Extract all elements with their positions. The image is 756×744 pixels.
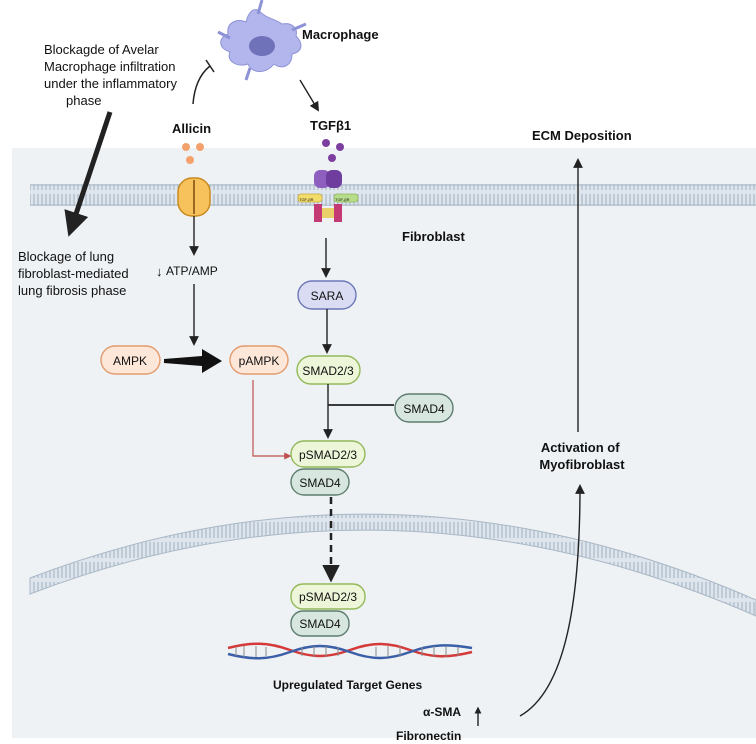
smad4-nuclear-node	[290, 610, 350, 637]
ecm-deposition-label: ECM Deposition	[532, 128, 632, 143]
receptor-label-right: TGF-βR	[335, 197, 350, 202]
fibroblast-label: Fibroblast	[402, 229, 466, 244]
smad4-label: SMAD4	[403, 402, 445, 416]
smad4-node	[394, 393, 454, 423]
target-genes-label: Upregulated Target Genes	[273, 678, 422, 692]
activation-curve-arrow	[519, 484, 585, 717]
sara-label: SARA	[311, 289, 344, 303]
phase-transition-arrow	[64, 111, 113, 237]
tgfb1-label: TGFβ1	[310, 118, 351, 133]
pampk-node	[229, 345, 289, 375]
macrophage-icon	[217, 0, 307, 81]
activation-label: Activation of Myofibroblast	[539, 440, 625, 472]
cell-background	[12, 148, 756, 738]
allicin-channel	[177, 177, 211, 217]
ampk-node	[100, 345, 161, 375]
tgf-receptor-icon	[297, 170, 359, 222]
dna-icon	[227, 642, 473, 660]
psmad23-nuclear-node	[290, 583, 366, 610]
blockade-note: Blockagde of Avelar Macrophage infiltrat…	[44, 42, 181, 108]
macrophage-label: Macrophage	[302, 27, 379, 42]
pampk-label: pAMPK	[239, 354, 280, 368]
smad4-nuclear-label: SMAD4	[299, 617, 341, 631]
smad4-complex-label: SMAD4	[299, 476, 341, 490]
phosphorylation-arrow	[164, 349, 222, 373]
smad23-label: SMAD2/3	[302, 364, 354, 378]
ampk-label: AMPK	[113, 354, 147, 368]
smad4-complex-node	[290, 468, 350, 496]
plasma-membrane	[30, 184, 756, 206]
atp-down-arrow: ↓	[156, 264, 163, 279]
alpha-sma-label: α-SMA	[423, 705, 461, 719]
psmad23-nuclear-label: pSMAD2/3	[299, 590, 357, 604]
allicin-molecules	[182, 143, 204, 164]
atp-amp-label: ATP/AMP	[166, 264, 218, 278]
psmad23-label: pSMAD2/3	[299, 448, 357, 462]
tgf-ligands	[322, 139, 344, 162]
pampk-inhibition-line	[252, 380, 292, 460]
psmad23-node	[290, 440, 366, 468]
fibrosis-note: Blockage of lung fibroblast-mediated lun…	[18, 249, 132, 298]
allicin-label: Allicin	[172, 121, 211, 136]
nuclear-envelope	[29, 513, 756, 617]
fibronectin-label: Fibronectin	[396, 729, 461, 743]
macrophage-to-tgf-arrow	[299, 79, 320, 112]
macrophage-inhibition-line	[192, 65, 211, 105]
receptor-label-left: TGF-βR	[299, 197, 314, 202]
